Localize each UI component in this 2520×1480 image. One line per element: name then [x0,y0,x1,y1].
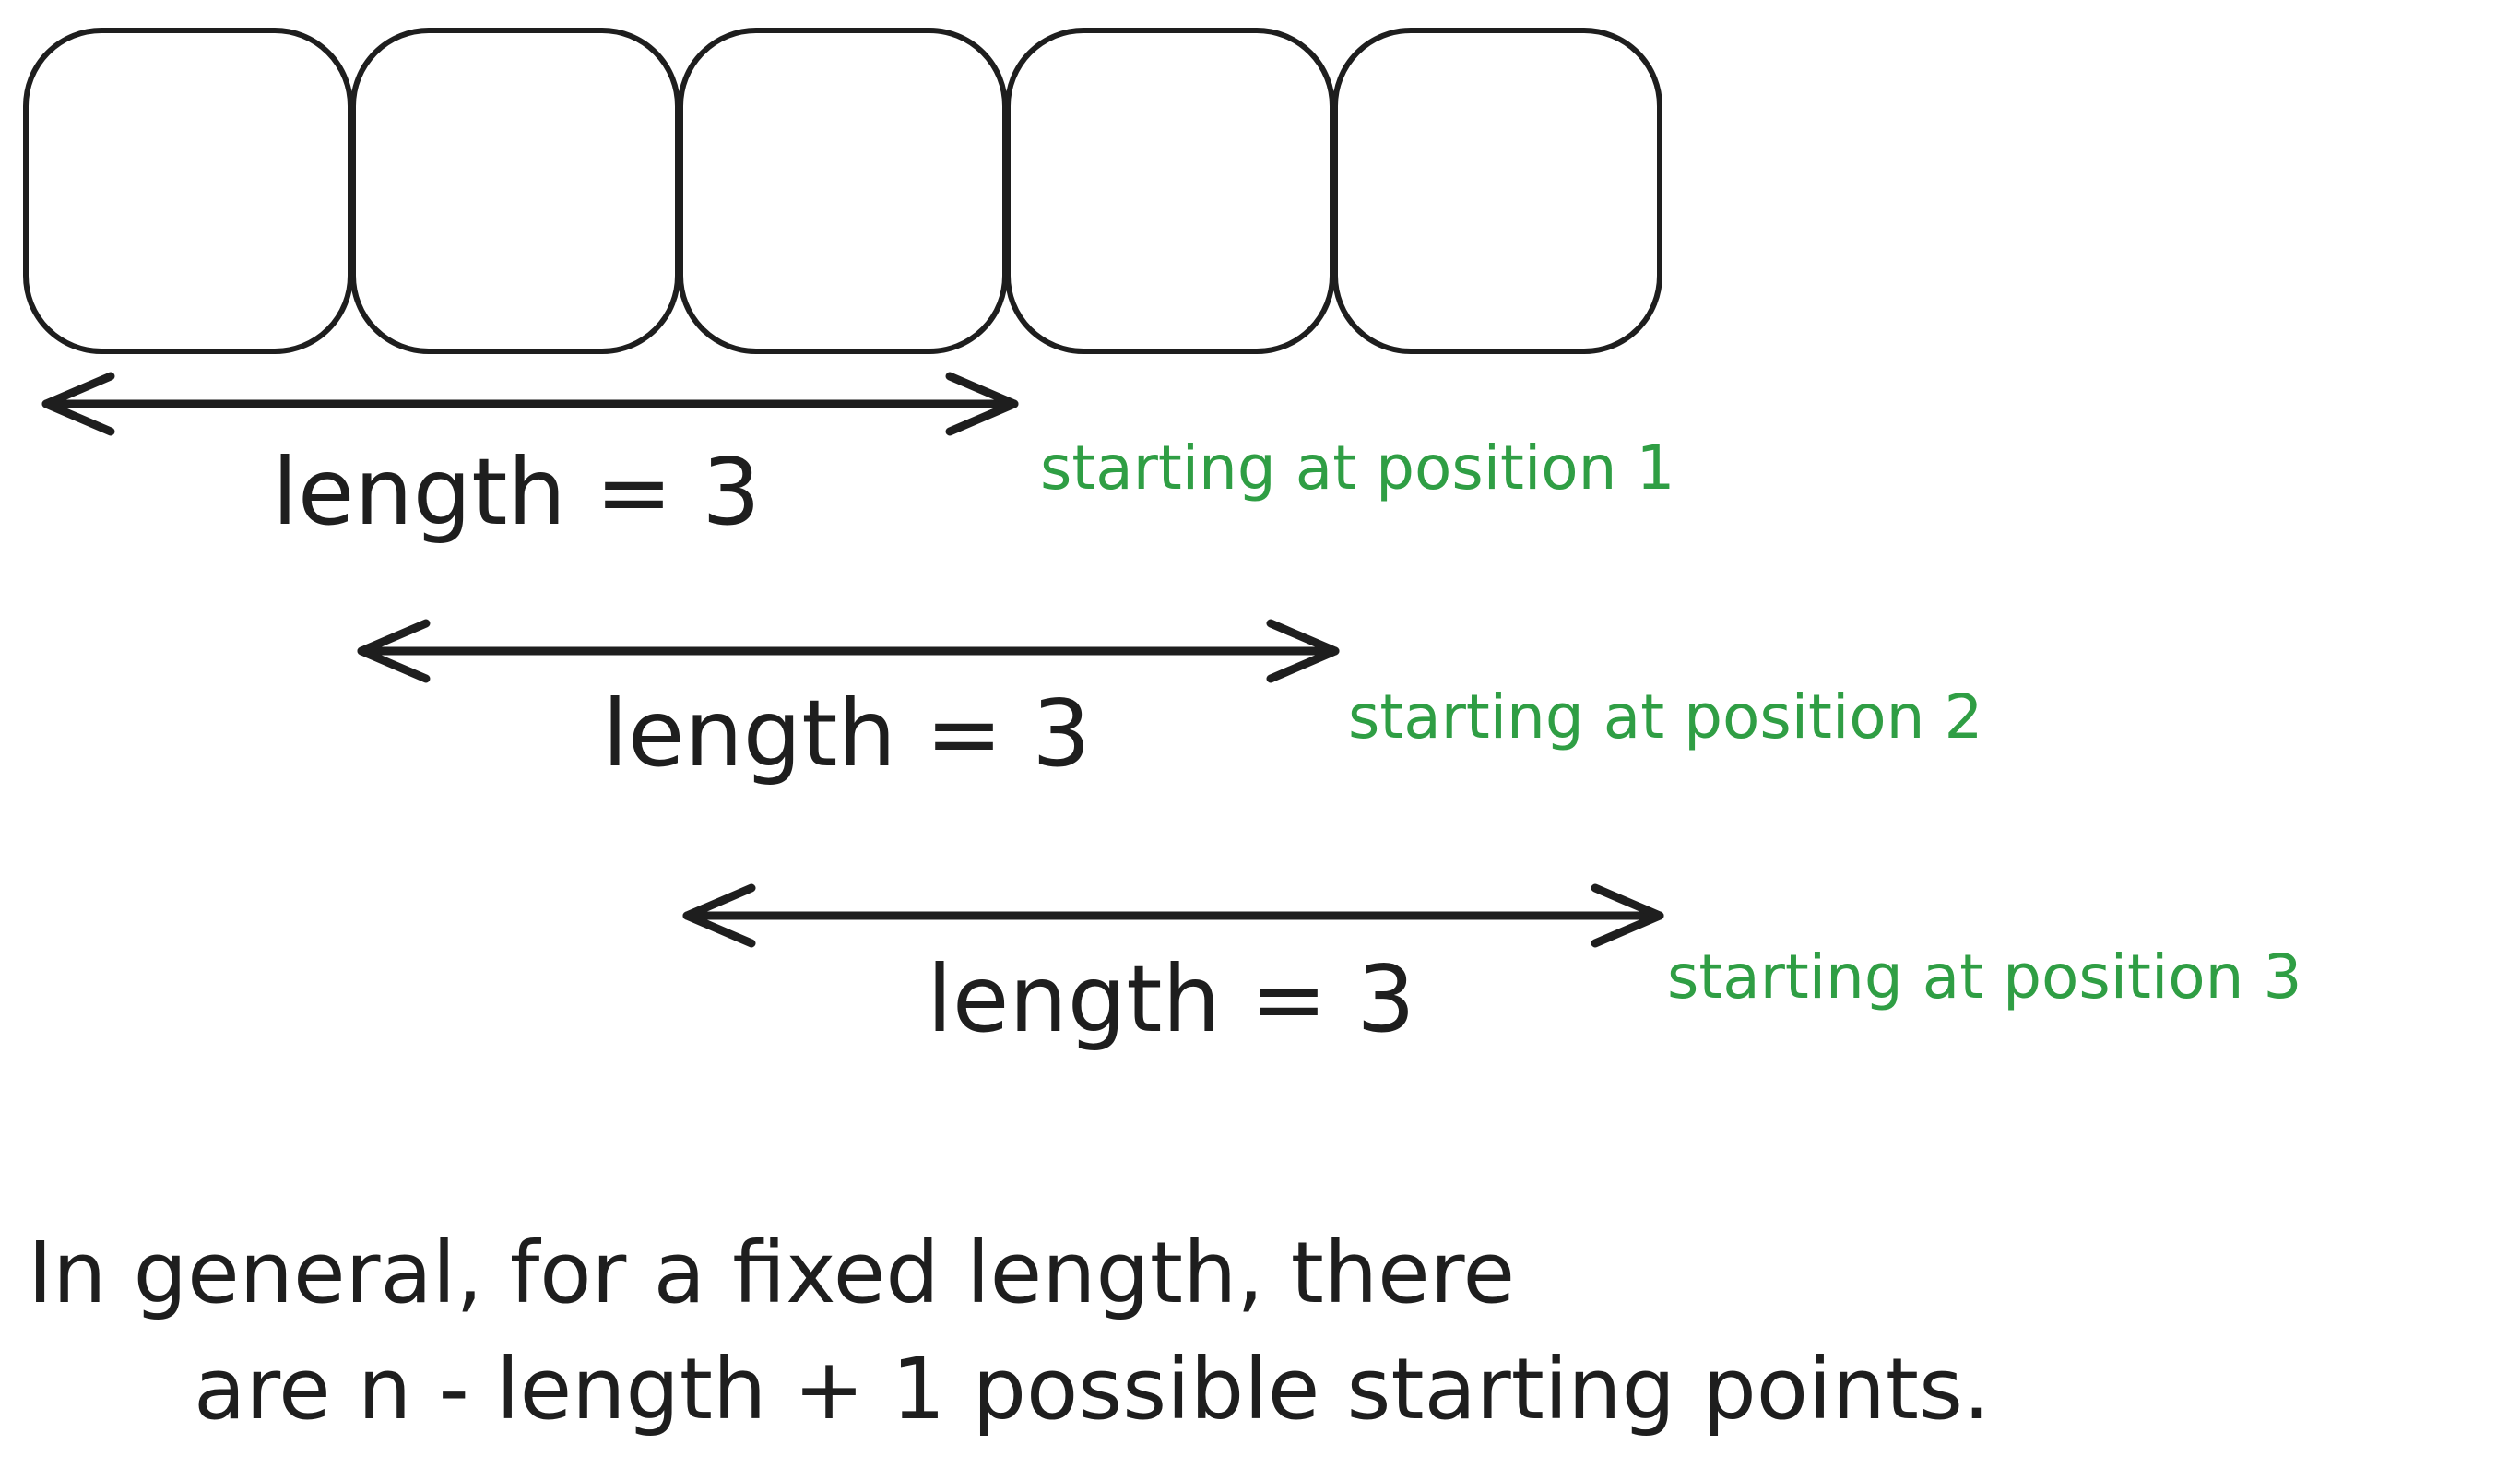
start-position-label: starting at position 3 [1667,941,2301,1012]
double-arrow-icon [682,883,1664,948]
cell-2 [350,28,680,354]
cell-3 [678,28,1008,354]
cell-row [23,28,1662,354]
cell-5 [1332,28,1662,354]
window-1: length = 3 starting at position 1 [41,372,1674,546]
window-3: length = 3 starting at position 3 [682,883,2301,1053]
window-2: length = 3 starting at position 2 [357,619,1982,787]
double-arrow-icon [357,619,1340,683]
note-line-2: are n - length + 1 possible starting poi… [194,1340,1990,1439]
length-label: length = 3 [272,438,761,546]
double-arrow-icon [41,372,1019,436]
length-label: length = 3 [927,945,1415,1053]
cell-4 [1005,28,1335,354]
length-label: length = 3 [602,680,1091,787]
start-position-label: starting at position 2 [1348,681,1982,752]
note-line-1: In general, for a fixed length, there [28,1224,1515,1322]
cell-1 [23,28,353,354]
start-position-label: starting at position 1 [1040,432,1674,503]
explanation-note: In general, for a fixed length, there ar… [28,1224,1990,1439]
